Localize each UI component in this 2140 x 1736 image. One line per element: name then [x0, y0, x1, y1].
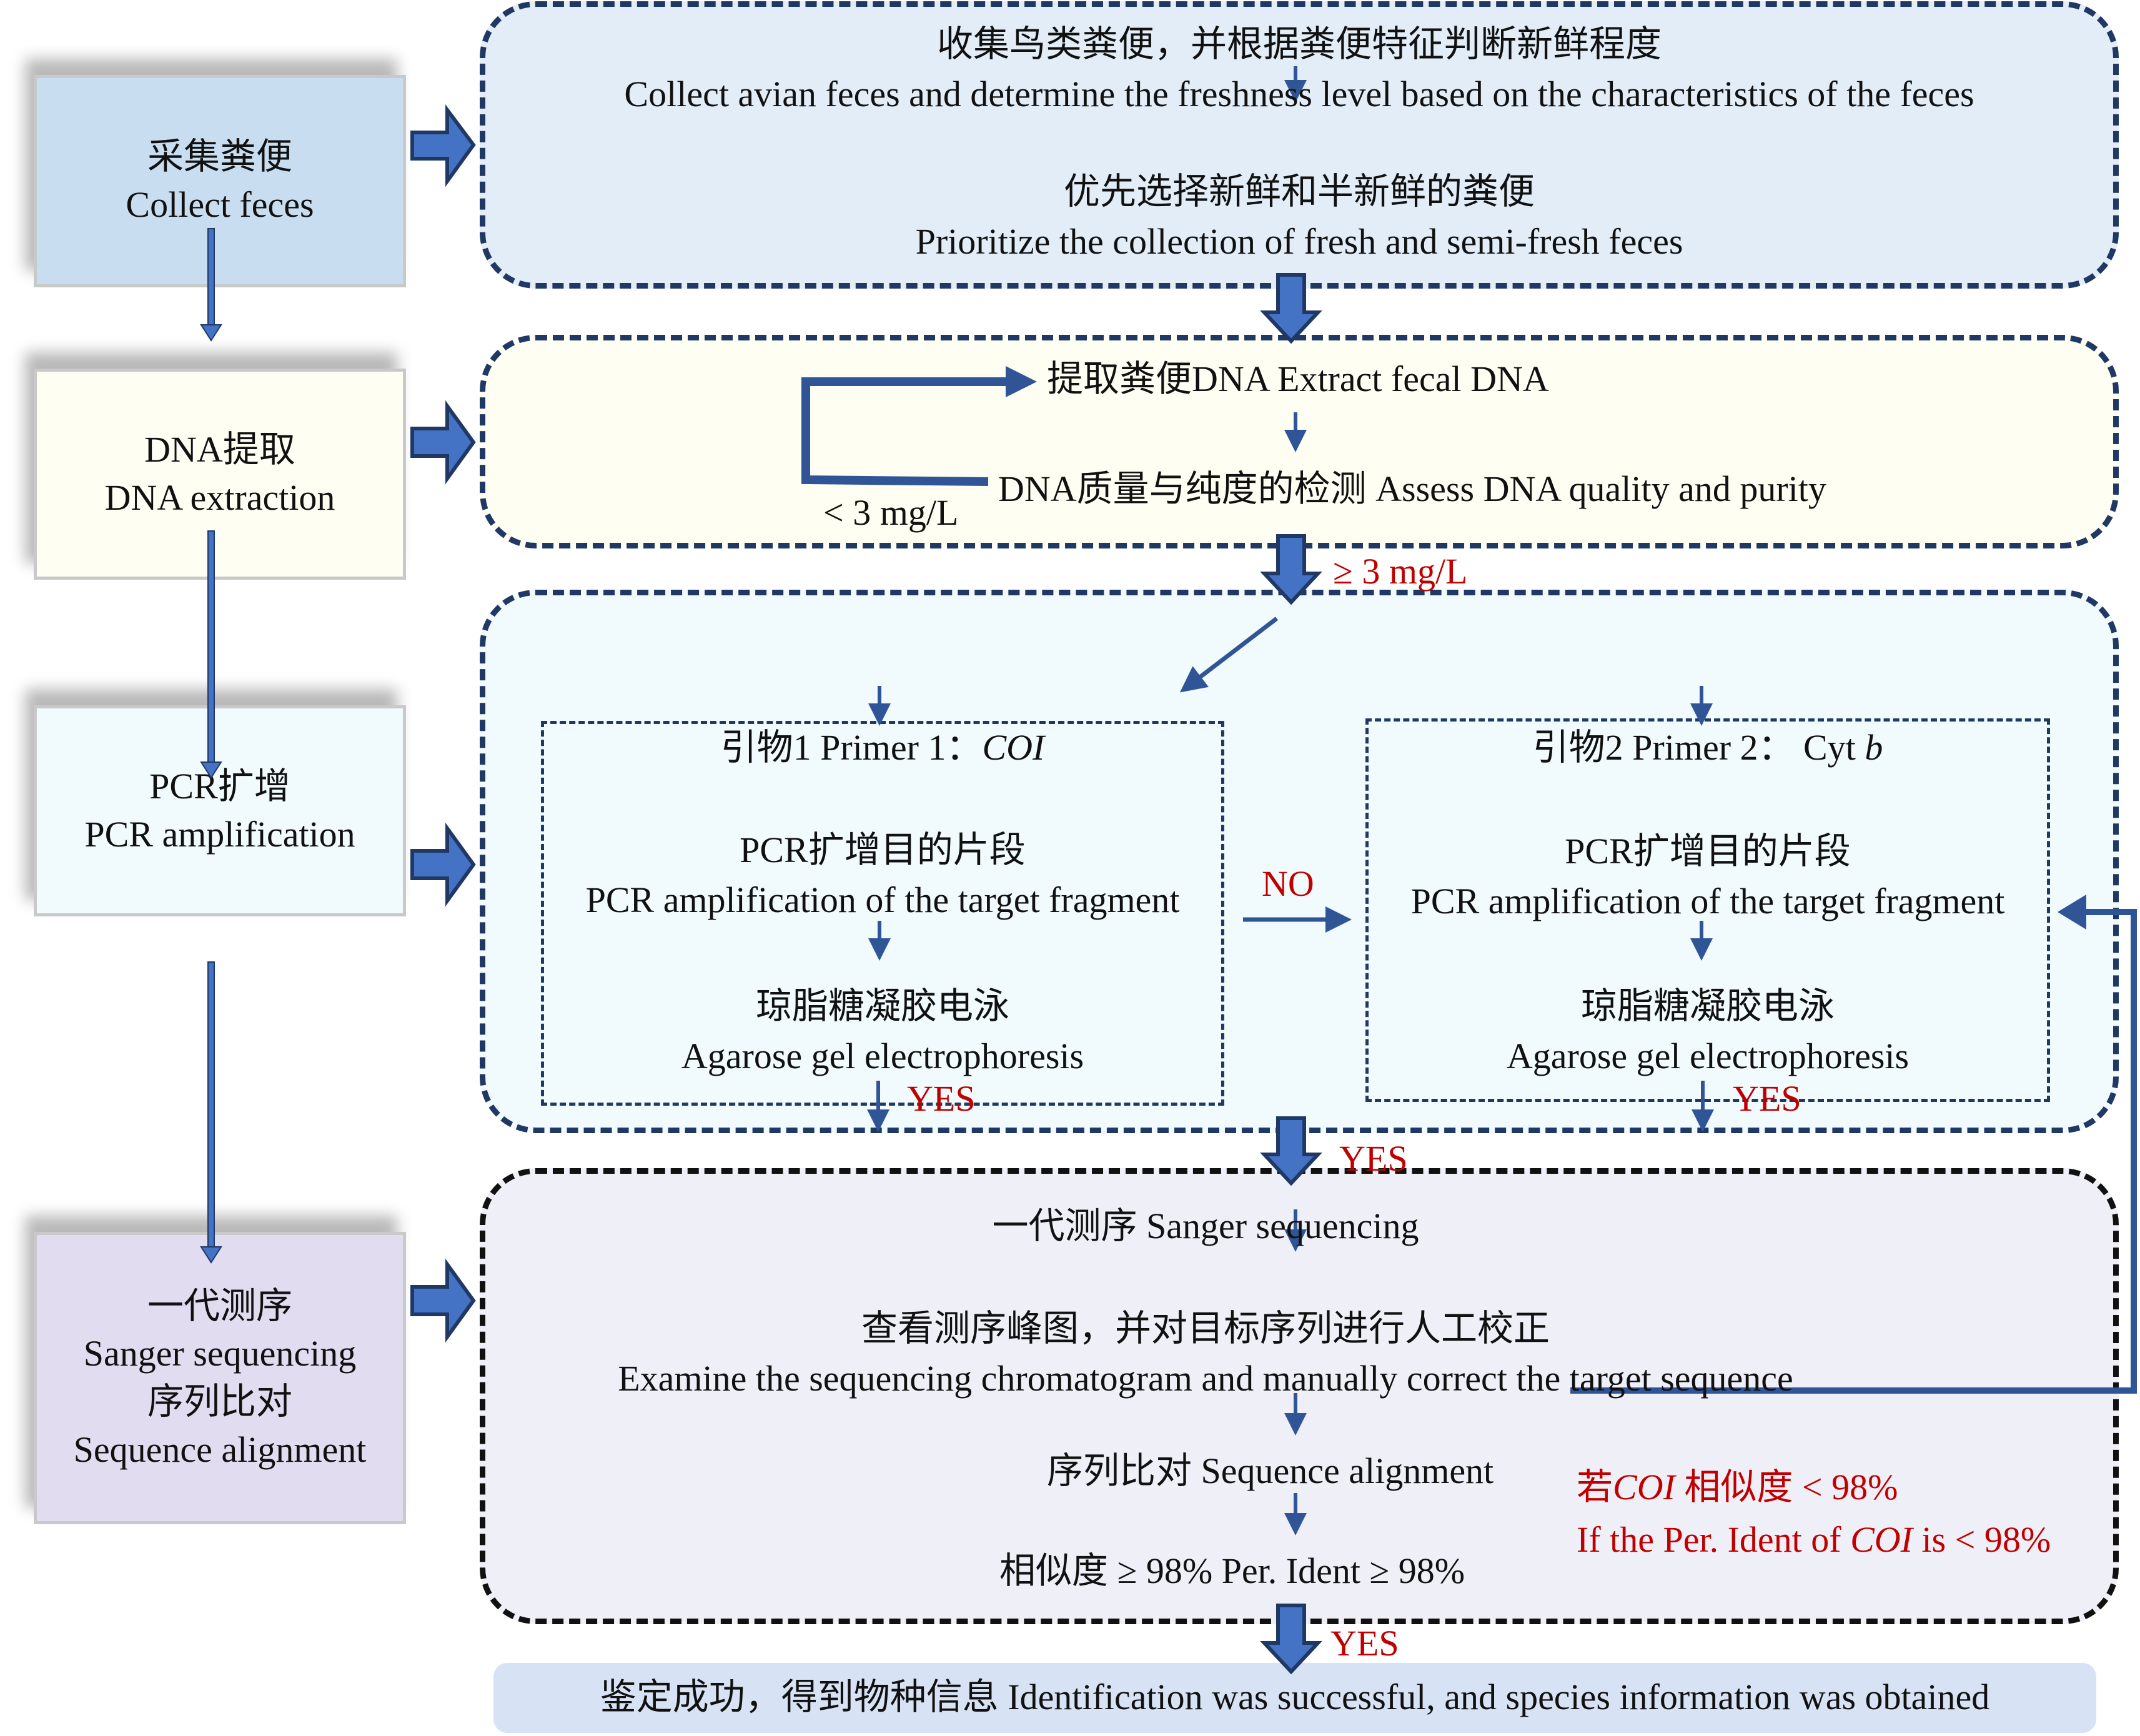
- sequence-alignment: 序列比对 Sequence alignment: [1047, 1451, 1494, 1491]
- primer1-gel-en: Agarose gel electrophoresis: [681, 1036, 1084, 1076]
- sanger-sequencing: 一代测序 Sanger sequencing: [992, 1206, 1419, 1246]
- fail-gene-en: COI: [1850, 1519, 1913, 1560]
- per-ident-threshold: 相似度 ≥ 98% Per. Ident ≥ 98%: [999, 1550, 1465, 1591]
- block-arrow-down-2: [1260, 534, 1322, 605]
- no-label: NO: [1262, 863, 1314, 904]
- left-down-arrow-3: [200, 961, 222, 1264]
- fail-condition-zh: 若COI 相似度 < 98%: [1577, 1466, 1898, 1509]
- collect-line2-en: Prioritize the collection of fresh and s…: [915, 221, 1683, 262]
- pcr-yes-label: YES: [1339, 1138, 1408, 1179]
- fail-zh-prefix: 若: [1577, 1467, 1613, 1507]
- primer2-amp-en: PCR amplification of the target fragment: [1410, 881, 2005, 921]
- step-pcr-amplification: PCR扩增 PCR amplification: [34, 705, 406, 916]
- primer1-title: 引物1 Primer 1：COI: [541, 726, 1224, 770]
- primer2-gene: b: [1865, 727, 1883, 768]
- left-down-arrow-2: [200, 530, 222, 779]
- primer2-gel-zh: 琼脂糖凝胶电泳: [1580, 986, 1835, 1026]
- primer2-gel-en: Agarose gel electrophoresis: [1506, 1036, 1910, 1076]
- result-bar: [493, 1663, 2096, 1733]
- step-sequencing-en: Sanger sequencing: [83, 1333, 357, 1374]
- step-alignment-zh: 序列比对: [147, 1381, 292, 1422]
- retry-loop-arrowhead: [1006, 366, 1037, 397]
- block-arrow-sequencing: [410, 1258, 476, 1343]
- primer1-amp-en: PCR amplification of the target fragment: [585, 880, 1180, 920]
- step-sequencing-zh: 一代测序: [147, 1285, 292, 1326]
- panel-pcr: [480, 590, 2119, 1133]
- block-arrow-down-4: [1260, 1604, 1322, 1675]
- primer1-prefix: 引物1 Primer 1：: [720, 727, 983, 768]
- step-sequencing: 一代测序 Sanger sequencing 序列比对 Sequence ali…: [34, 1232, 406, 1524]
- extract-fecal-dna: 提取粪便DNA Extract fecal DNA: [1047, 359, 1549, 399]
- fail-gene-zh: COI: [1613, 1467, 1675, 1507]
- examine-zh: 查看测序峰图，并对目标序列进行人工校正: [861, 1308, 1550, 1349]
- left-down-arrow-1: [200, 228, 222, 342]
- primer1-gene: COI: [982, 727, 1045, 768]
- step-extraction-en: DNA extraction: [104, 477, 335, 518]
- block-arrow-down-3: [1260, 1116, 1322, 1186]
- step-dna-extraction: DNA提取 DNA extraction: [34, 369, 406, 580]
- panel-collect: [480, 1, 2119, 289]
- step-collect-zh: 采集粪便: [147, 136, 292, 177]
- collect-line2-zh: 优先选择新鲜和半新鲜的粪便: [1063, 171, 1535, 212]
- result-text: 鉴定成功，得到物种信息 Identification was successfu…: [600, 1677, 1990, 1717]
- step-alignment-en: Sequence alignment: [73, 1429, 367, 1470]
- collect-line1-en: Collect avian feces and determine the fr…: [624, 74, 1974, 114]
- primer2-yes-label: YES: [1733, 1078, 1801, 1119]
- fail-zh-suffix: 相似度 < 98%: [1675, 1467, 1898, 1507]
- step-pcr-zh: PCR扩增: [149, 766, 290, 807]
- retry-loop-arrow: [801, 377, 1012, 486]
- primer2-amp-zh: PCR扩增目的片段: [1565, 831, 1851, 871]
- collect-line1-zh: 收集鸟类粪便，并根据粪便特征判断新鲜程度: [936, 24, 1662, 64]
- primer2-title: 引物2 Primer 2： Cyt b: [1365, 726, 2050, 770]
- primer1-gel-zh: 琼脂糖凝胶电泳: [755, 986, 1009, 1026]
- step-pcr-en: PCR amplification: [84, 814, 355, 855]
- step-collect-en: Collect feces: [126, 184, 314, 225]
- block-arrow-collect: [410, 104, 476, 187]
- sequencing-yes-label: YES: [1330, 1623, 1399, 1664]
- fallback-loop-arrowhead: [2058, 895, 2086, 930]
- fail-en-prefix: If the Per. Ident of: [1577, 1519, 1851, 1560]
- step-collect-feces: 采集粪便 Collect feces: [34, 75, 406, 287]
- arrow-to-primer1: [1179, 617, 1279, 693]
- step-extraction-zh: DNA提取: [144, 429, 295, 470]
- low-concentration-label: < 3 mg/L: [823, 492, 959, 533]
- block-arrow-pcr: [410, 822, 476, 907]
- examine-en: Examine the sequencing chromatogram and …: [618, 1358, 1793, 1399]
- primer2-prefix: 引物2 Primer 2： Cyt: [1532, 727, 1865, 768]
- block-arrow-down-1: [1260, 273, 1322, 344]
- primer1-yes-label: YES: [907, 1078, 976, 1119]
- assess-dna-quality: DNA质量与纯度的检测 Assess DNA quality and purit…: [998, 469, 1826, 509]
- fallback-loop-arrow: [1570, 909, 2137, 1394]
- fail-condition-en: If the Per. Ident of COI is < 98%: [1577, 1518, 2051, 1562]
- block-arrow-extraction: [410, 400, 476, 485]
- fail-en-suffix: is < 98%: [1912, 1519, 2051, 1560]
- pass-concentration-label: ≥ 3 mg/L: [1333, 551, 1468, 592]
- primer1-amp-zh: PCR扩增目的片段: [740, 830, 1026, 870]
